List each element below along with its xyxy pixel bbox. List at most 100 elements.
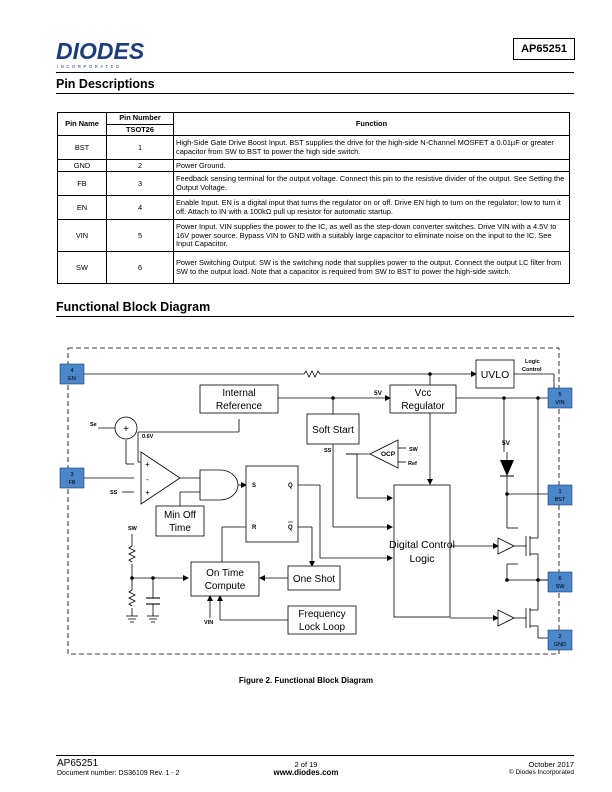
digital-control-logic-block [393,484,451,618]
pin-bst-name: BST [555,497,566,503]
summing-node [114,416,138,440]
pin-en-number: 4 [70,368,73,374]
functional-block-diagram: + + - + OCP 4 EN 3 FB 5 VIN [59,347,573,655]
one-shot-label: One Shot [293,574,335,585]
frequency-lock-loop-label-2: Lock Loop [299,622,346,633]
ss-comparator-label: SS [110,490,118,496]
footer-date: October 2017 [528,760,574,769]
section-title-functional-block-diagram: Functional Block Diagram [56,300,211,314]
pin-gnd-number: 2 [558,634,561,640]
ocp-sw-label: SW [409,447,419,453]
frequency-lock-loop-block [287,605,357,635]
flipflop-r-label: R [252,525,257,531]
footer-url[interactable]: www.diodes.com [273,768,339,777]
comparator-minus-input: - [146,475,149,484]
vcc-regulator-label-1: Vcc [415,388,432,399]
one-shot-block [287,565,341,591]
logic-control-label-1: Logic [525,359,540,365]
pin-en-name: EN [68,376,76,382]
footer-rule [56,755,574,756]
logic-control-label-2: Control [522,367,542,373]
on-time-compute-label-2: Compute [205,581,246,592]
ontime-vin-label: VIN [204,620,213,626]
diagram-section-rule [56,316,574,317]
table-row: SW 6 Power Switching Output. SW is the s… [57,251,570,285]
col-function: Function [173,111,570,137]
pin-description-table: Pin Name Pin Number Function TSOT26 BST … [57,111,570,285]
low-side-driver [497,609,515,627]
divider-sw-label: SW [128,526,138,532]
min-off-time-label-2: Time [169,523,191,534]
internal-reference-label-1: Internal [222,388,255,399]
internal-reference-block [199,384,279,414]
summing-node-plus: + [123,424,129,435]
table-row: BST 1 High-Side Gate Drive Boost Input. … [57,135,570,161]
internal-reference-label-2: Reference [216,401,263,412]
pin-gnd-name: GND [554,642,566,648]
section-title-pin-descriptions: Pin Descriptions [56,77,155,91]
digital-control-logic-label-1: Digital Control [389,539,455,551]
header-rule [56,72,574,73]
uvlo-block [475,359,515,389]
ss-softstart-label: SS [324,448,332,454]
and-gate [199,469,239,501]
pin-fb: 3 FB [59,467,85,489]
table-row: GND 2 Power Ground. [57,159,570,173]
junction-dots [130,372,540,582]
pin-name: EN [57,195,107,221]
pin-sw-name: SW [556,584,566,590]
flipflop-q-label: Q [288,483,293,489]
pin-fb-name: FB [68,480,75,486]
pin-number: 2 [106,159,174,173]
pin-function: Power Input. VIN supplies the power to t… [173,219,570,253]
pin-vin: 5 VIN [547,387,573,409]
uvlo-label: UVLO [481,369,510,381]
pin-fb-number: 3 [70,472,73,478]
digital-control-logic-label-2: Logic [409,553,434,565]
pin-vin-name: VIN [555,400,564,406]
pin-bst-number: 1 [558,489,561,495]
pin-function: Power Switching Output. SW is the switch… [173,251,570,285]
pin-section-rule [56,93,574,94]
diode-5v-label: 5V [502,440,511,447]
ocp-comparator [369,439,399,469]
high-side-driver [497,537,515,555]
diodes-logo: DIODES INCORPORATED [56,38,145,69]
pin-function: Feedback sensing terminal for the output… [173,171,570,197]
ocp-label: OCP [381,451,396,458]
se-label: Se [90,422,97,428]
pin-number: 3 [106,171,174,197]
pin-sw-number: 6 [558,576,561,582]
ground-symbols [126,615,159,623]
divider-resistor-top [128,545,136,563]
table-row: FB 3 Feedback sensing terminal for the o… [57,171,570,197]
pin-name: SW [57,251,107,285]
min-off-time-block [155,505,205,537]
pin-function: Power Ground. [173,159,570,173]
bootstrap-diode [500,460,514,476]
pin-name: GND [57,159,107,173]
vcc-regulator-label-2: Regulator [401,401,445,412]
footer-copyright: © Diodes Incorporated [508,769,574,776]
pin-name: BST [57,135,107,161]
ref-0p6v-label: 0.6V [142,434,154,440]
pin-bst: 1 BST [547,484,573,506]
pin-number: 4 [106,195,174,221]
part-number-box: AP65251 [513,38,575,60]
table-row: VIN 5 Power Input. VIN supplies the powe… [57,219,570,253]
min-off-time-label-1: Min Off [164,510,196,521]
pin-number: 6 [106,251,174,285]
flipflop-s-label: S [252,483,256,489]
frequency-lock-loop-label-1: Frequency [298,609,345,620]
divider-resistor-bottom [128,589,136,607]
ocp-ref-label: Ref [408,461,417,467]
pin-number: 1 [106,135,174,161]
col-package: TSOT26 [106,123,174,137]
pin-gnd: 2 GND [547,629,573,651]
footer-part-number: AP65251 [57,758,99,769]
flipflop-qbar-label: Q [288,525,293,531]
footer-document-number: Document number: DS36109 Rev. 1 - 2 [57,770,180,777]
pin-name: VIN [57,219,107,253]
col-pin-number: Pin Number [106,112,174,125]
pin-function: Enable Input. EN is a digital input that… [173,195,570,221]
